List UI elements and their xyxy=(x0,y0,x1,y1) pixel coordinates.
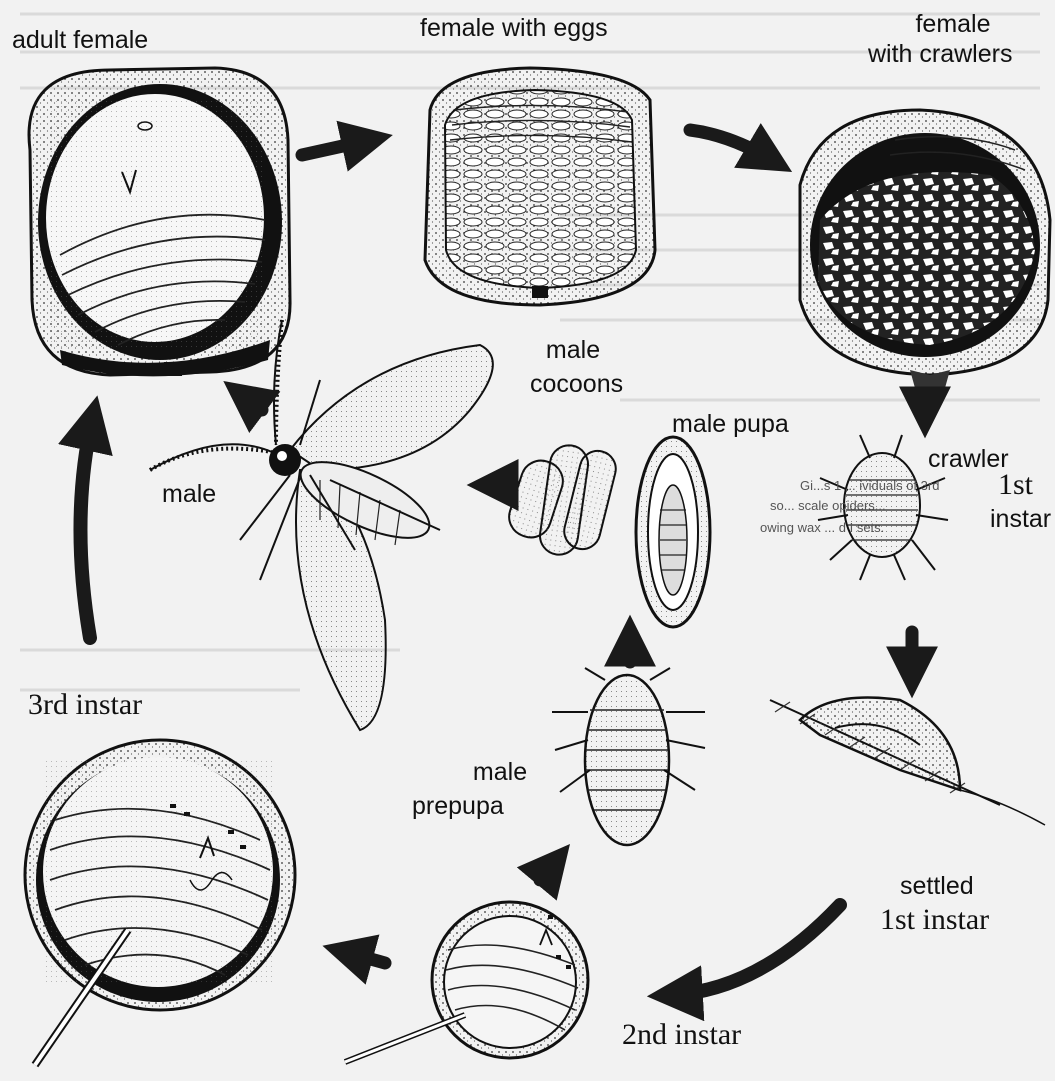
arrow-adult-to-eggs xyxy=(302,140,370,155)
arrow-second-to-third xyxy=(345,952,385,963)
second-instar-figure xyxy=(345,902,588,1062)
winged-male-figure xyxy=(150,320,493,730)
label-female-with-crawlers-line1: female xyxy=(898,10,1008,39)
arrow-settled-to-second xyxy=(672,905,840,995)
label-crawler: crawler xyxy=(928,445,1009,474)
background-text-line3: owing wax ... d I sets. xyxy=(760,520,884,535)
background-text-line1: Gi...s 1 ... ividuals of 3rd xyxy=(800,478,939,493)
male-prepupa-figure xyxy=(552,668,705,845)
label-male-prepupa-line1: male xyxy=(455,758,545,787)
adult-female-figure xyxy=(29,68,290,376)
label-male-pupa: male pupa xyxy=(672,410,789,439)
label-third-instar: 3rd instar xyxy=(28,690,142,719)
label-male: male xyxy=(162,480,216,509)
label-female-with-crawlers-line2: with crawlers xyxy=(868,40,1012,69)
label-male-prepupa-line2: prepupa xyxy=(412,792,504,821)
arrow-second-to-prepupa xyxy=(540,862,555,880)
label-male-cocoons-line2: cocoons xyxy=(530,370,623,399)
background-text-line2: so... scale opiders... xyxy=(770,498,886,513)
male-cocoons-figure xyxy=(504,443,620,557)
label-adult-female: adult female xyxy=(12,26,148,55)
label-first-instar-word: instar xyxy=(990,505,1051,534)
settled-first-instar-figure xyxy=(770,698,1045,826)
label-settled-first-instar: 1st instar xyxy=(880,905,989,934)
female-with-eggs-figure xyxy=(425,68,655,305)
female-with-crawlers-figure xyxy=(800,110,1050,388)
label-female-with-eggs: female with eggs xyxy=(420,14,608,43)
arrow-third-to-adult xyxy=(80,420,92,638)
male-pupa-figure xyxy=(636,437,710,627)
label-male-cocoons-line1: male xyxy=(528,336,618,365)
label-second-instar: 2nd instar xyxy=(622,1020,741,1049)
label-first-instar-number: 1st xyxy=(998,470,1033,499)
third-instar-figure xyxy=(25,740,295,1065)
arrow-eggs-to-crawlers xyxy=(690,130,772,160)
label-settled: settled xyxy=(900,872,974,901)
arrow-male-to-adult xyxy=(242,395,262,410)
